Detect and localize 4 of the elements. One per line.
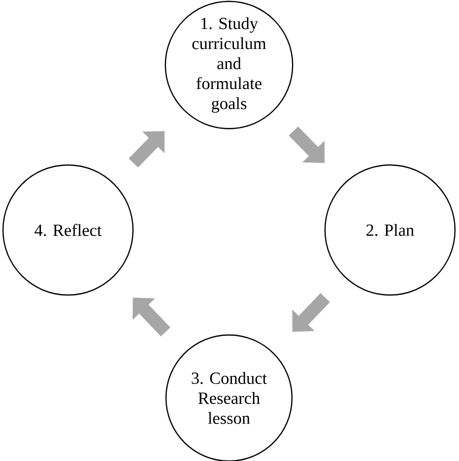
block-arrow <box>132 298 170 336</box>
block-arrow <box>288 126 325 163</box>
block-arrow <box>128 131 165 168</box>
block-arrow <box>292 293 330 332</box>
